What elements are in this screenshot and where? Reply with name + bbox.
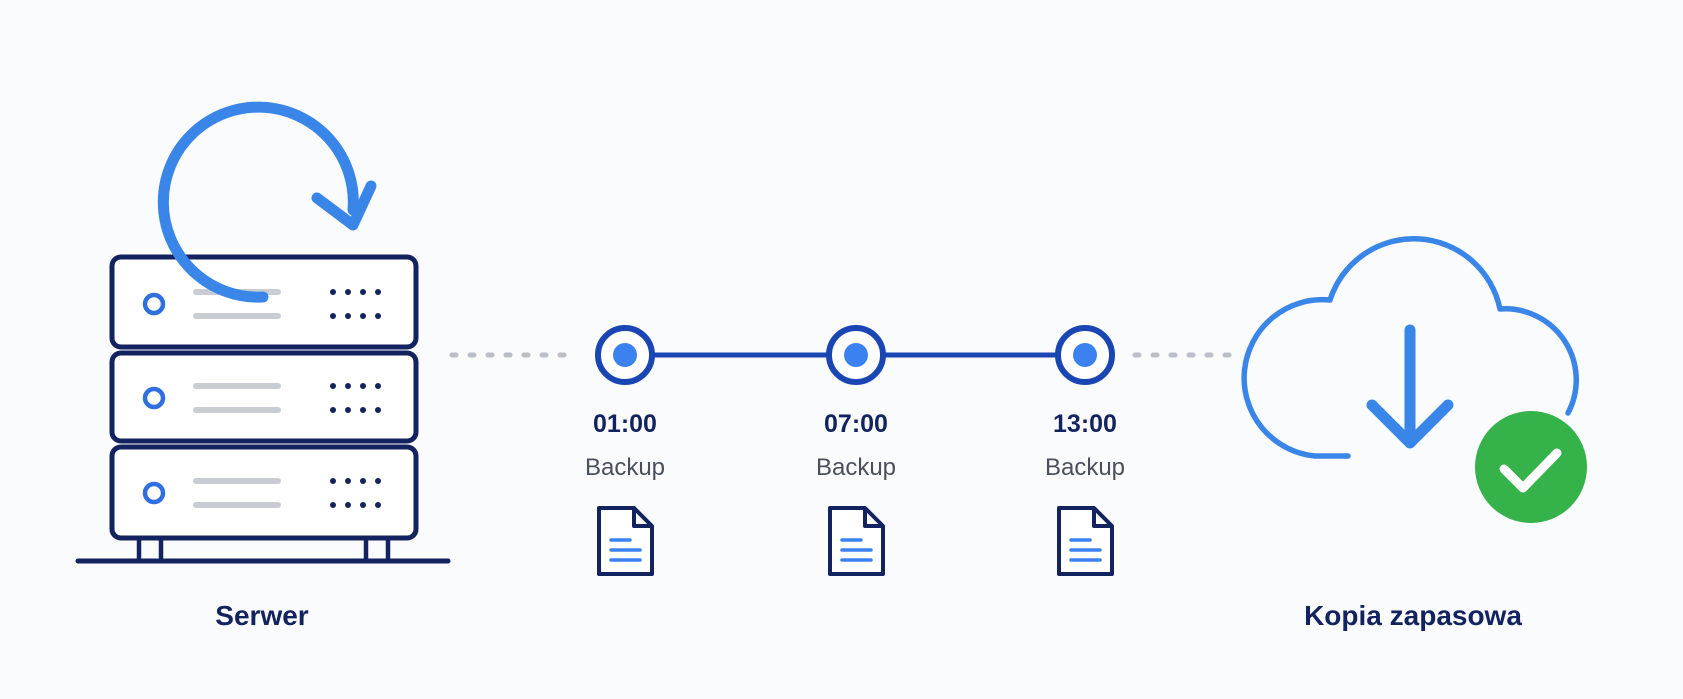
- timeline-node-1: [595, 325, 655, 385]
- document-icon: [828, 506, 885, 576]
- timeline-label-1: Backup: [584, 454, 666, 481]
- refresh-arrow-icon: [157, 101, 377, 303]
- timeline-node-3: [1055, 325, 1115, 385]
- server-unit-2: [109, 350, 419, 444]
- destination-label: Kopia zapasowa: [1304, 600, 1522, 631]
- timeline-label-3: Backup: [1044, 454, 1126, 481]
- server-rack-icon: [75, 254, 451, 564]
- document-icon: [597, 506, 654, 576]
- cloud-download-icon: [1241, 236, 1579, 459]
- timeline-time-3: 13:00: [1053, 410, 1117, 438]
- server-unit-3: [109, 444, 419, 541]
- server-label: Serwer: [215, 600, 309, 631]
- timeline-label-2: Backup: [815, 454, 897, 481]
- timeline-time-1: 01:00: [593, 410, 657, 438]
- document-icon: [1057, 506, 1114, 576]
- check-circle-icon: [1475, 411, 1587, 523]
- timeline-time-2: 07:00: [824, 410, 888, 438]
- timeline-node-2: [826, 325, 886, 385]
